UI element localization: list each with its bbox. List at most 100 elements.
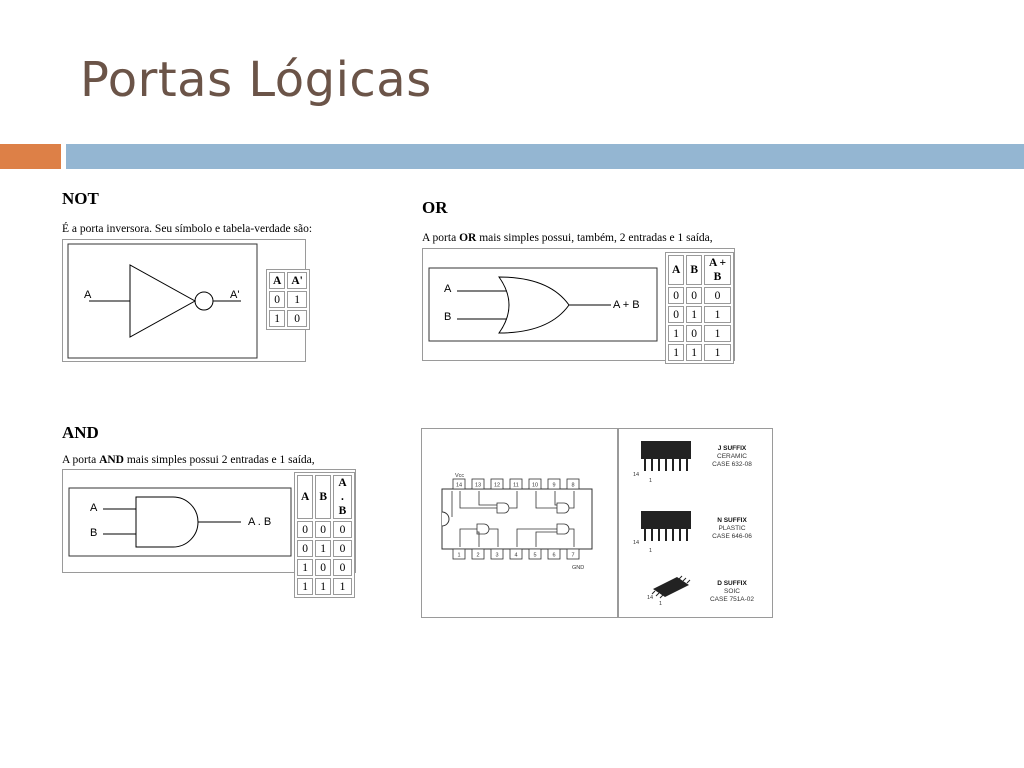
accent-bar-blue	[66, 144, 1024, 169]
not-gate-diagram: A A'	[67, 243, 258, 359]
table-header: A	[297, 475, 314, 519]
table-header: A + B	[703, 255, 731, 285]
ic-pin-number: 14	[456, 483, 462, 489]
not-output-label: A'	[230, 289, 239, 301]
vcc-label: Vcc	[455, 473, 464, 479]
inversion-bubble	[194, 291, 214, 311]
ic-pin-number: 9	[552, 483, 555, 489]
table-header: A . B	[332, 475, 352, 519]
not-input-label: A	[84, 289, 92, 301]
and-description: A porta AND mais simples possui 2 entrad…	[62, 454, 315, 466]
table-header: A	[269, 272, 286, 289]
svg-text:14: 14	[633, 540, 639, 546]
not-gate-symbol	[129, 264, 197, 338]
not-heading: NOT	[62, 189, 99, 208]
soic-package-icon: 14 1	[647, 575, 691, 607]
ic-packages-panel: 14 1 J SUFFIX CERAMIC CASE 632-08 14 1 N…	[618, 428, 773, 618]
svg-text:1: 1	[659, 601, 662, 607]
ic-pin	[528, 548, 542, 560]
svg-text:14: 14	[633, 472, 639, 478]
not-description: É a porta inversora. Seu símbolo e tabel…	[62, 223, 313, 235]
ic-pin-number: 7	[571, 553, 574, 559]
ic-top-pins: 14 13 12 11 10 9 8	[452, 478, 580, 490]
or-gate-diagram: A B A + B	[428, 267, 658, 342]
slide-title: Portas Lógicas	[80, 52, 432, 108]
gnd-label: GND	[572, 565, 584, 571]
package-case: CASE 751A-02	[710, 596, 754, 603]
table-header: B	[686, 255, 702, 285]
package-suffix: N SUFFIX	[717, 517, 747, 524]
ic-packages-diagram: 14 1 J SUFFIX CERAMIC CASE 632-08 14 1 N…	[633, 441, 754, 607]
ic-pin-number: 11	[513, 483, 519, 489]
not-figure: A A' A A' 0 1 1 0	[62, 239, 310, 362]
ic-internal-gates	[451, 491, 575, 547]
not-truth-table: A A' 0 1 1 0	[266, 269, 310, 330]
and-gate-symbol	[135, 496, 199, 548]
ic-pin-number: 4	[514, 553, 517, 559]
and-input-a-label: A	[90, 502, 98, 514]
table-row: 1 0	[269, 310, 307, 327]
package-suffix: D SUFFIX	[717, 580, 747, 587]
ic-pin	[471, 478, 485, 490]
ic-pin	[452, 478, 466, 490]
ic-pin-number: 6	[552, 553, 555, 559]
table-header: B	[315, 475, 331, 519]
package-material: PLASTIC	[718, 525, 745, 532]
ic-pin-number: 8	[571, 483, 574, 489]
accent-bar-orange	[0, 144, 61, 169]
or-description: A porta OR mais simples possui, também, …	[422, 232, 713, 244]
ic-pin	[471, 548, 485, 560]
ic-pin	[509, 548, 523, 560]
ic-pin-number: 1	[457, 553, 460, 559]
svg-text:14: 14	[647, 595, 653, 601]
ic-notch	[441, 511, 450, 527]
ic-pin	[490, 548, 504, 560]
and-output-label: A . B	[248, 516, 271, 528]
and-gate-diagram: A B A . B	[68, 487, 292, 557]
package-case: CASE 646-06	[712, 533, 752, 540]
ic-pin	[490, 478, 504, 490]
or-input-b-label: B	[444, 311, 451, 323]
or-output-label: A + B	[613, 299, 640, 311]
package-case: CASE 632-08	[712, 461, 752, 468]
svg-text:1: 1	[649, 478, 652, 484]
package-material: CERAMIC	[717, 453, 747, 460]
ic-pin	[509, 478, 523, 490]
ic-pin-number: 5	[533, 553, 536, 559]
table-header: A'	[287, 272, 307, 289]
svg-text:1: 1	[649, 548, 652, 554]
ic-pin	[547, 478, 561, 490]
ic-pin-number: 2	[476, 553, 479, 559]
or-heading: OR	[422, 198, 448, 217]
package-suffix: J SUFFIX	[718, 445, 747, 452]
ic-pin	[528, 478, 542, 490]
ic-pin-number: 10	[532, 483, 538, 489]
table-row: 0 1	[269, 291, 307, 308]
or-gate-symbol	[498, 276, 570, 334]
ic-pin-number: 12	[494, 483, 500, 489]
and-input-b-label: B	[90, 527, 97, 539]
ic-pin	[566, 548, 580, 560]
package-material: SOIC	[724, 588, 740, 595]
dip-package-icon: 14 1	[633, 441, 691, 484]
ic-pin	[566, 478, 580, 490]
table-header: A	[668, 255, 685, 285]
or-input-a-label: A	[444, 283, 452, 295]
ic-pin	[452, 548, 466, 560]
ic-pin-number: 13	[475, 483, 481, 489]
and-heading: AND	[62, 423, 99, 442]
